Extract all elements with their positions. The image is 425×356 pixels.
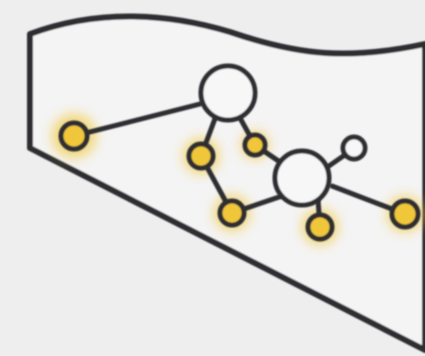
small-white-node xyxy=(340,134,368,162)
gold-node xyxy=(389,198,421,230)
gold-node xyxy=(305,212,335,242)
panel-outline xyxy=(27,13,425,353)
gold-node xyxy=(242,132,268,158)
hub-node-large xyxy=(272,148,332,208)
gold-node xyxy=(186,141,216,171)
bond-line xyxy=(71,101,203,139)
network-nodes xyxy=(58,63,421,242)
gold-node xyxy=(58,120,90,152)
hub-node-large xyxy=(198,63,258,123)
gold-node xyxy=(217,198,247,228)
